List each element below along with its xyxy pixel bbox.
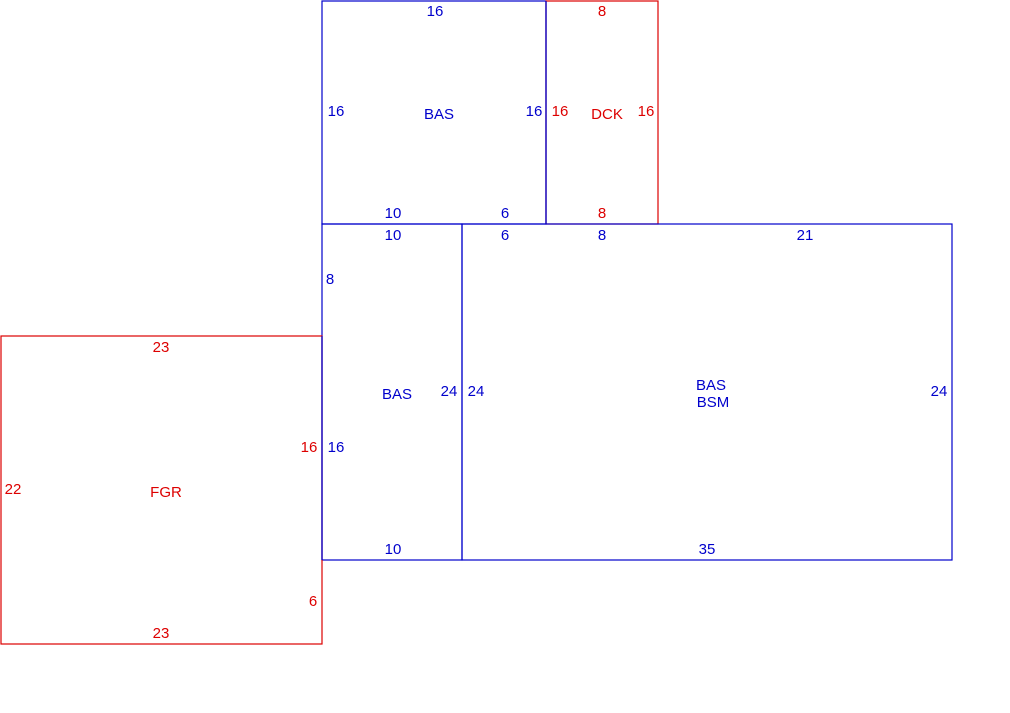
dck-dim-left: 16 (552, 103, 569, 120)
bas-upper-label: BAS (424, 106, 454, 123)
bas-bsm-dim-left: 24 (468, 383, 485, 400)
fgr-label: FGR (150, 484, 182, 501)
bas-bsm-dim-bottom: 35 (699, 541, 716, 558)
dck-dim-bottom: 8 (598, 205, 606, 222)
bas-upper-dim-right: 16 (526, 103, 543, 120)
bas-bsm-label-2: BSM (697, 394, 730, 411)
bas-bsm-dim-top-a: 6 (501, 227, 509, 244)
bas-middle-dim-right: 24 (441, 383, 458, 400)
fgr-dim-bottom: 23 (153, 625, 170, 642)
area-dck: DCK 8 16 16 8 (545, 0, 659, 225)
bas-middle-dim-bottom: 10 (385, 541, 402, 558)
bas-bsm-dim-top-c: 21 (797, 227, 814, 244)
bas-bsm-dim-right: 24 (931, 383, 948, 400)
bas-upper-dim-bottom-left: 10 (385, 205, 402, 222)
area-bas-upper: BAS 16 16 16 10 6 (321, 0, 547, 225)
bas-bsm-label-1: BAS (696, 377, 726, 394)
fgr-dim-top: 23 (153, 339, 170, 356)
fgr-dim-right: 16 (301, 439, 318, 456)
fgr-dim-left: 22 (5, 481, 22, 498)
area-fgr: FGR 23 22 16 6 23 (0, 335, 323, 645)
bas-upper-dim-left: 16 (328, 103, 345, 120)
bas-middle-dim-left-lower: 16 (328, 439, 345, 456)
bas-bsm-outline (461, 223, 953, 561)
dck-dim-top: 8 (598, 3, 606, 20)
bas-middle-dim-left-upper: 8 (326, 271, 334, 288)
bas-middle-dim-top: 10 (385, 227, 402, 244)
area-bas-bsm: BAS BSM 6 8 21 24 24 35 (461, 223, 953, 561)
dck-dim-right: 16 (638, 103, 655, 120)
dck-label: DCK (591, 106, 623, 123)
bas-upper-dim-bottom-right: 6 (501, 205, 509, 222)
bas-middle-label: BAS (382, 386, 412, 403)
area-bas-middle: BAS 10 8 16 24 10 (321, 223, 463, 561)
bas-upper-dim-top: 16 (427, 3, 444, 20)
bas-bsm-dim-top-b: 8 (598, 227, 606, 244)
fgr-dim-right-lower: 6 (309, 593, 317, 610)
